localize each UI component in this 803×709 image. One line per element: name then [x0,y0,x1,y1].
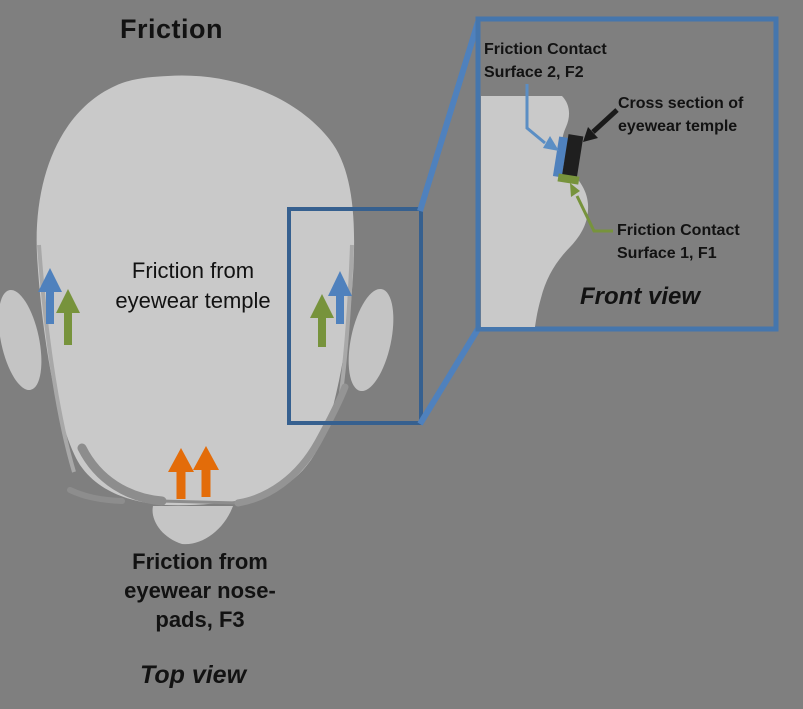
friction-arrow-orange-nose-1-icon [168,448,194,499]
front-view-inset-group [475,16,779,332]
nose-pads-label-line3: pads, F3 [155,607,245,632]
pointer-line [575,195,613,233]
friction-arrow-orange-nose-2-icon [193,446,219,497]
connector-line-top [417,21,481,212]
pointer-head [570,183,580,197]
eyewear-nose-bridge-line [159,499,239,505]
surface1-rect [557,173,580,185]
nose-pads-label-line2: eyewear nose- [124,578,276,603]
surface2-rect [552,136,569,178]
cross-section-label: Cross section of eyewear temple [618,92,743,138]
surface2-label: Friction Contact Surface 2, F2 [484,38,607,84]
pointer-line [591,108,619,134]
temple-friction-label-line2: eyewear temple [115,288,271,313]
eyewear-front-right [234,383,349,507]
arrow-head [168,448,194,472]
eyewear-top-view [37,244,354,507]
top-view-group [0,75,423,545]
right-ear [348,288,394,392]
arrow-head [38,268,62,292]
friction-arrow-green-left-icon [56,289,80,345]
pointer-head [583,127,598,142]
head-top-view [36,75,355,506]
surface1-label: Friction Contact Surface 1, F1 [617,219,740,265]
arrow-head [310,294,334,318]
nose [152,506,233,545]
callout-rectangle [287,207,423,425]
cross-section-label-line1: Cross section of [618,95,744,112]
surface2-label-line1: Friction Contact [484,41,607,58]
left-temple-arm [37,244,76,473]
right-temple-arm [338,244,354,401]
pointer-head [543,136,559,151]
top-view-caption: Top view [140,661,247,689]
eyewear-front-left [77,443,167,506]
left-ear [0,289,42,391]
friction-arrow-blue-right-icon [328,271,352,324]
temple-friction-label-line1: Friction from [131,258,255,283]
diagram-title: Friction [120,14,223,44]
surface1-label-line2: Surface 1, F1 [617,245,717,262]
left-temple-tip [67,487,125,504]
cross-section-pointer-arrow-icon [583,108,619,142]
arrow-head [193,446,219,470]
nose-pads-friction-label: Friction from eyewear nose- pads, F3 [110,547,290,634]
surface1-label-line1: Friction Contact [617,222,740,239]
friction-arrow-blue-left-icon [38,268,62,324]
surface2-label-line2: Surface 2, F2 [484,64,584,81]
arrow-head [56,289,80,313]
temple-friction-label: Friction from eyewear temple [88,256,298,316]
temple-cross-section-rect [561,134,584,180]
cross-section-label-line2: eyewear temple [618,118,738,135]
nose-pads-label-line1: Friction from [132,549,268,574]
surface1-pointer-arrow-icon [570,183,613,233]
front-view-caption: Front view [580,283,701,310]
arrow-head [328,271,352,296]
surface2-pointer-arrow-icon [525,84,559,151]
pointer-line [525,84,546,145]
connector-line-bottom [417,327,481,426]
friction-arrow-green-right-icon [310,294,334,347]
